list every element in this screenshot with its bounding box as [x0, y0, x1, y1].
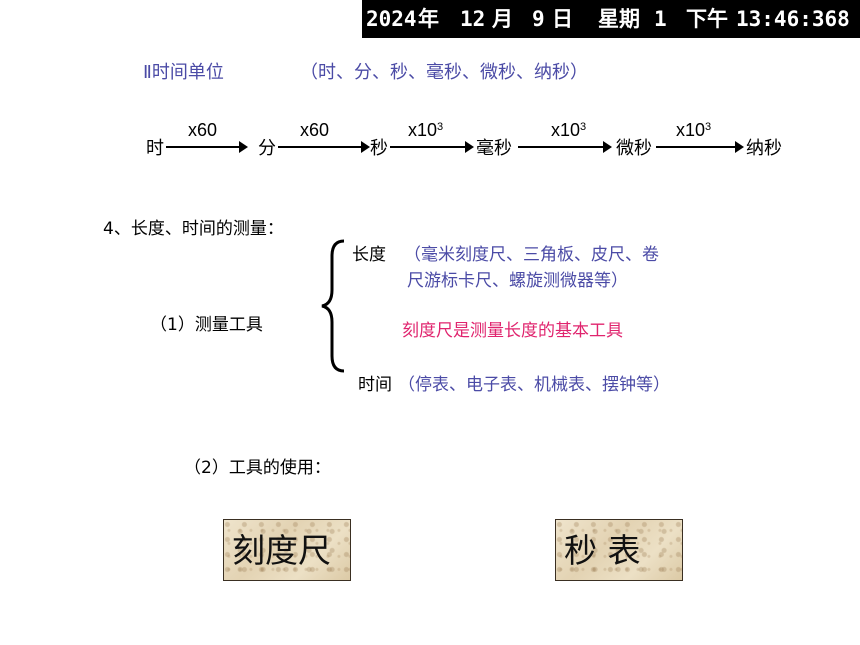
clock-month-unit: 月 — [492, 7, 513, 31]
clock-ampm: 下午 — [686, 7, 728, 31]
length-tools-line2: 尺游标卡尺、螺旋测微器等） — [407, 271, 628, 291]
clock-day: 9 — [532, 7, 545, 31]
arrow-hour-minute — [166, 141, 248, 153]
clock-month: 12 — [460, 7, 486, 31]
clock-time: 13:46:368 — [736, 7, 850, 31]
section-title-time-unit: Ⅱ时间单位 — [143, 62, 224, 83]
unit-second: 秒 — [370, 138, 388, 159]
time-label: 时间 — [358, 375, 392, 395]
factor-microsecond-nanosecond: x103 — [676, 120, 711, 141]
clock-year-unit: 年 — [418, 7, 439, 31]
factor-exponent: 3 — [705, 121, 712, 133]
arrow-minute-second — [278, 141, 370, 153]
arrow-millisecond-microsecond — [518, 141, 612, 153]
factor-base: x60 — [188, 120, 218, 140]
unit-millisecond: 毫秒 — [476, 138, 512, 159]
factor-base: x60 — [300, 120, 330, 140]
arrow-second-millisecond — [390, 141, 474, 153]
length-tools-line1: （毫米刻度尺、三角板、皮尺、卷 — [404, 245, 659, 265]
time-unit-list: （时、分、秒、毫秒、微秒、纳秒） — [300, 62, 588, 83]
unit-nanosecond: 纳秒 — [746, 138, 782, 159]
factor-base: x10 — [676, 120, 706, 140]
unit-microsecond: 微秒 — [616, 138, 652, 159]
factor-exponent: 3 — [437, 121, 444, 133]
factor-base: x10 — [551, 120, 581, 140]
basic-tool-note: 刻度尺是测量长度的基本工具 — [402, 321, 623, 341]
unit-minute: 分 — [258, 138, 276, 159]
usage-label: （2）工具的使用： — [184, 458, 331, 478]
factor-hour-minute: x60 — [188, 120, 217, 141]
factor-second-millisecond: x103 — [408, 120, 443, 141]
factor-minute-second: x60 — [300, 120, 329, 141]
clock-weekday: 1 — [654, 7, 667, 31]
clock-day-unit: 日 — [552, 7, 573, 31]
length-label: 长度 — [352, 245, 386, 265]
measurement-tools-label: （1）测量工具 — [150, 315, 263, 335]
measurement-heading: 4、长度、时间的测量： — [103, 219, 284, 239]
ruler-button[interactable]: 刻度尺 — [223, 519, 351, 581]
factor-exponent: 3 — [580, 121, 587, 133]
clock-year: 2024 — [366, 7, 417, 31]
arrow-microsecond-nanosecond — [656, 141, 744, 153]
time-tools: （停表、电子表、机械表、摆钟等） — [398, 375, 670, 395]
unit-hour: 时 — [146, 138, 164, 159]
clock-bar: 2024 年 12 月 9 日 星期 1 下午 13:46:368 — [362, 0, 860, 38]
factor-base: x10 — [408, 120, 438, 140]
stopwatch-button[interactable]: 秒 表 — [555, 519, 683, 581]
brace-icon — [321, 239, 345, 373]
clock-weekday-label: 星期 — [598, 7, 640, 31]
factor-millisecond-microsecond: x103 — [551, 120, 586, 141]
